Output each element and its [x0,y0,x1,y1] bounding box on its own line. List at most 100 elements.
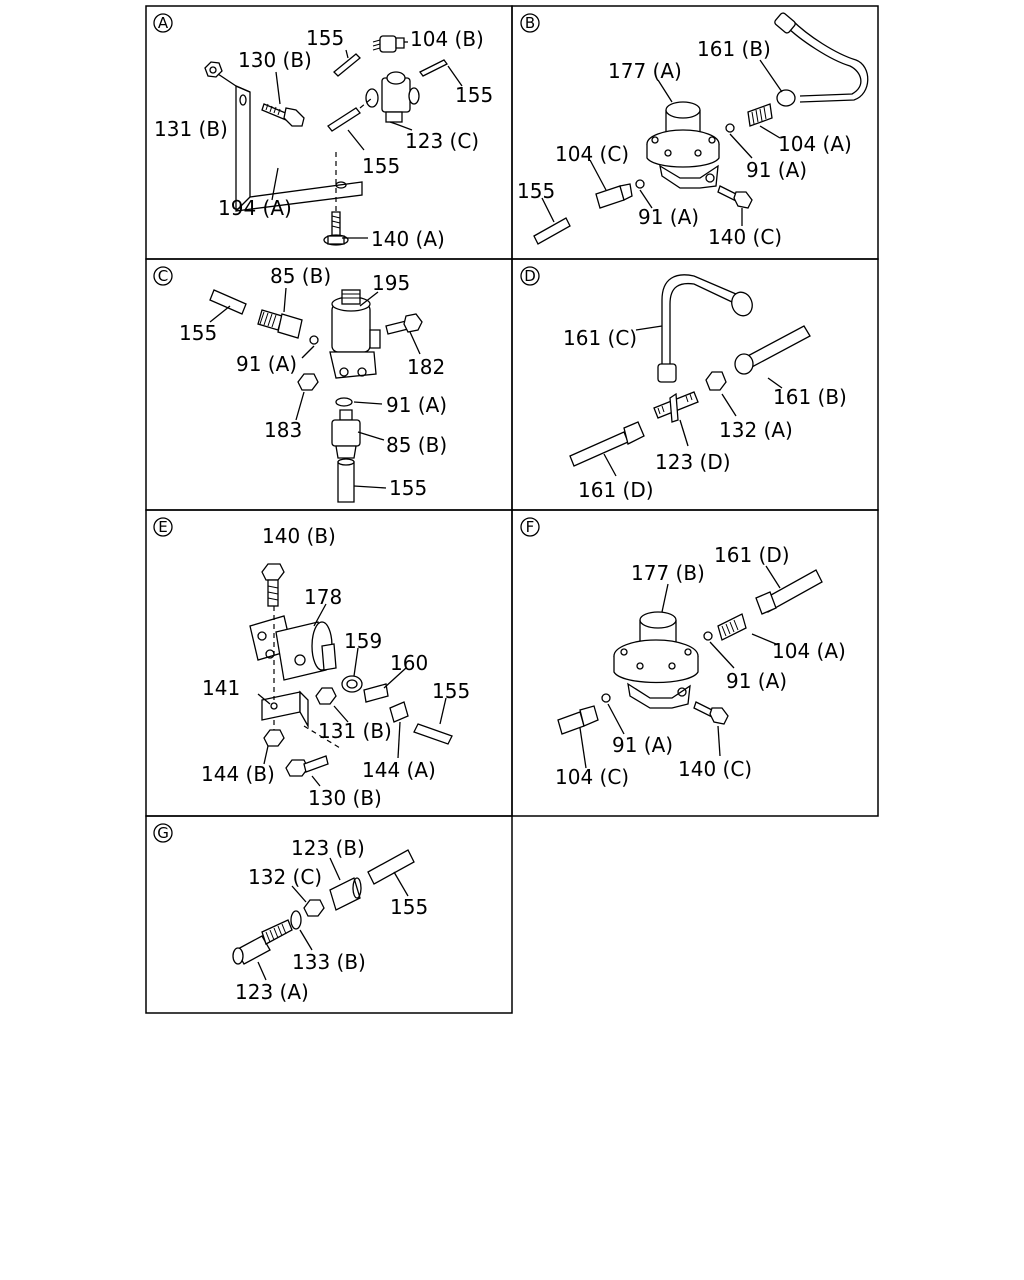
bolt-part [261,103,305,127]
part-label: 85 (B) [270,264,331,288]
part-label: 140 (C) [708,225,782,249]
panel-letter-badge: C [153,266,173,286]
nut-part [303,899,325,917]
part-label: 123 (D) [655,450,731,474]
part-label: 123 (B) [291,836,365,860]
regulator-part [646,101,720,189]
part-label: 91 (A) [638,205,699,229]
fitting-part [232,919,293,965]
part-label: 160 [390,651,428,675]
washer-part [290,910,302,930]
washer-part [703,631,713,641]
bolt-part [693,701,729,725]
part-label: 123 (A) [235,980,309,1004]
sleeve-part [329,877,362,911]
part-label: 91 (A) [726,669,787,693]
tee-fitting-part [653,391,699,423]
part-label: 155 [432,679,470,703]
panel-b: B [517,12,869,249]
part-label: 161 (D) [714,543,790,567]
part-label: 155 [389,476,427,500]
elbow-fitting-part [372,35,405,53]
panel-letter: F [526,518,535,536]
nut-part [315,687,337,705]
nut-part [297,373,319,391]
panel-letter-badge: A [153,13,173,33]
fitting-part [595,103,773,209]
bracket-part [235,85,363,212]
part-label: 161 (B) [773,385,847,409]
part-label: 104 (B) [410,27,484,51]
part-label: 130 (B) [308,786,382,810]
sleeve-part [363,683,389,703]
tee-fitting-part [365,71,420,123]
hose-part [367,849,415,885]
panel-letter-badge: G [153,823,173,843]
panel-letter: D [524,267,536,285]
valve-part [249,615,337,681]
part-label: 183 [264,418,302,442]
part-label: 91 (A) [386,393,447,417]
part-label: 104 (A) [778,132,852,156]
part-label: 132 (C) [248,865,322,889]
panel-letter: B [525,14,535,32]
part-label: 104 (A) [772,639,846,663]
part-label: 141 [202,676,240,700]
panel-letter: C [158,267,168,285]
pipe-part [755,569,823,615]
nut-part [389,701,409,723]
part-label: 155 [455,83,493,107]
bolt-part [385,313,423,335]
part-label: 91 (A) [746,158,807,182]
connector-part [331,409,361,459]
part-label: 195 [372,271,410,295]
part-label: 132 (A) [719,418,793,442]
part-label: 182 [407,355,445,379]
part-label: 91 (A) [612,733,673,757]
valve-part [329,289,381,379]
bolt-part [323,211,349,246]
connector-part [257,309,303,339]
nut-part [204,61,223,78]
panel-letter-badge: F [520,517,540,537]
panel-g: G 123 (B) 132 (C) 155 133 (B) 123 (A) [153,823,428,1004]
part-label: 155 [179,321,217,345]
pipe-part [774,12,869,107]
panel-letter: E [158,518,167,536]
panel-e: E [153,517,470,810]
fitting-part [557,705,599,735]
part-label: 161 (D) [578,478,654,502]
pipe-part [734,325,811,375]
part-label: 130 (B) [238,48,312,72]
hose-part [209,289,247,315]
part-label: 161 (B) [697,37,771,61]
bracket-part [261,690,309,729]
part-label: 131 (B) [154,117,228,141]
part-label: 133 (B) [292,950,366,974]
part-label: 144 (A) [362,758,436,782]
panel-letter-badge: D [520,266,540,286]
regulator-part [613,611,699,709]
part-label: 85 (B) [386,433,447,457]
bolt-part [285,755,329,777]
hose-part [413,723,453,745]
part-label: 131 (B) [318,719,392,743]
nut-part [705,371,727,391]
washer-part [335,397,353,407]
pipe-part [569,421,645,467]
ring-part [341,675,363,693]
nut-part [263,729,285,747]
panel-letter-badge: E [153,517,173,537]
panel-letter: A [158,14,169,32]
part-label: 159 [344,629,382,653]
panel-letter: G [157,824,169,842]
part-label: 140 (C) [678,757,752,781]
part-label: 178 [304,585,342,609]
pipe-part [657,274,753,383]
part-label: 123 (C) [405,129,479,153]
part-label: 104 (C) [555,142,629,166]
part-label: 155 [306,26,344,50]
part-label: 155 [362,154,400,178]
part-label: 155 [390,895,428,919]
